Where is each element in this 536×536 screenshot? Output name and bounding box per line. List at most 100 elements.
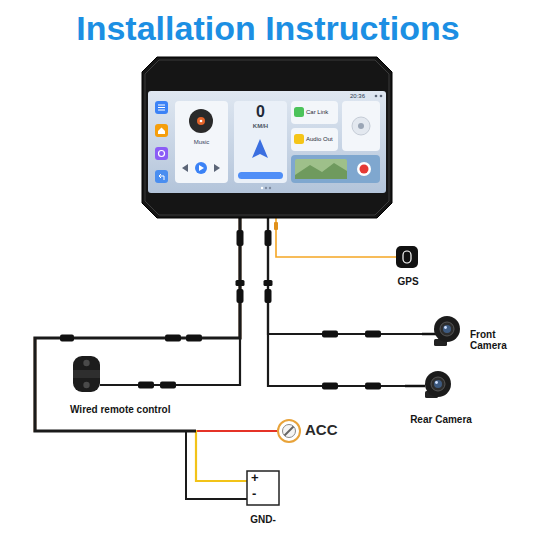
wire-connector: [268, 218, 422, 334]
map-image: [295, 159, 347, 179]
music-tile: [175, 101, 228, 183]
node-label: -: [252, 487, 264, 501]
lens-highlight: [444, 326, 447, 329]
acc-fuse-bar: [285, 427, 294, 436]
cable-connector: [365, 331, 381, 338]
node-label: GND-: [247, 514, 279, 525]
node-label: 0: [234, 103, 287, 121]
remote-body: [73, 356, 100, 392]
acc-symbol: [278, 420, 300, 442]
status-dot: [380, 95, 383, 98]
car-link-icon: [294, 107, 304, 117]
rear-camera-body: [425, 371, 451, 397]
node-label: Wired remote control: [70, 404, 180, 415]
front-camera-body: [434, 316, 460, 342]
menu-icon: [155, 101, 168, 114]
status-dot: [375, 95, 378, 98]
page-dot: [261, 187, 263, 189]
record-dot: [360, 165, 369, 174]
display-bezel: [142, 57, 392, 218]
node-label: Front Camera: [470, 329, 512, 351]
node-label: +: [251, 471, 263, 485]
wire-connector: [180, 218, 240, 385]
vinyl-record: [189, 109, 213, 133]
gps-module: GPS: [396, 245, 420, 289]
page-dot: [265, 187, 267, 189]
rear-camera: Rear Camera: [405, 370, 477, 426]
ground-wire: [186, 431, 247, 499]
play-glyph: [199, 165, 204, 171]
audio-out-tile: [291, 128, 338, 151]
wire-connector: [268, 218, 405, 386]
car-link-tile: [291, 101, 338, 124]
home-icon: [155, 124, 168, 137]
back-glyph: [159, 174, 164, 180]
map-tile: [291, 155, 380, 183]
navigation-arrow: [252, 139, 268, 158]
node-label: Music: [175, 139, 228, 146]
node-label: Car Link: [306, 109, 338, 116]
cable-connector: [265, 230, 272, 246]
cable-trunk: [35, 218, 240, 431]
cable-connector: [236, 280, 245, 286]
cable-connector: [237, 230, 244, 246]
battery: + - GND-: [247, 471, 279, 527]
wired-remote: Wired remote control: [68, 350, 180, 416]
node-label: Rear Camera: [405, 414, 477, 425]
progress-pill: [238, 172, 283, 179]
node-label: Audio Out: [306, 136, 338, 143]
cable-connector: [322, 383, 338, 390]
settings-glyph: [159, 151, 165, 157]
map-hills: [295, 163, 347, 179]
back-icon: [155, 170, 168, 183]
node-label: ACC: [305, 422, 342, 439]
cable-connector: [237, 289, 244, 303]
remote-button: [83, 382, 89, 388]
camera-lens: [434, 380, 442, 388]
camera-lens-ring: [431, 377, 445, 391]
speed-tile: [234, 101, 287, 183]
acc-fuse: [283, 425, 296, 438]
control-tile: [342, 101, 380, 151]
remote-band: [73, 370, 100, 378]
next-button: [214, 164, 220, 172]
cable-connector: [138, 382, 154, 389]
cable-connector: [322, 331, 338, 338]
menu-glyph: [158, 105, 165, 110]
wire-connector: [35, 218, 278, 431]
camera-lens-ring: [440, 322, 454, 336]
control-center: [358, 123, 364, 129]
vinyl-hole: [200, 120, 203, 123]
camera-cable: [422, 333, 436, 336]
remote-button: [83, 360, 89, 366]
cable-connector: [265, 289, 272, 303]
node-label: GPS: [396, 276, 420, 287]
wire-connector: [35, 218, 247, 481]
cable-connector: [60, 335, 74, 342]
audio-out-icon: [294, 134, 304, 144]
display-screen: [148, 91, 386, 193]
lens-highlight: [435, 381, 438, 384]
gps-plug: [274, 222, 278, 230]
front-camera: Front Camera: [422, 316, 512, 356]
display-unit: 20:36Music0KM/HCar LinkAudio Out: [142, 57, 392, 218]
camera-cable: [405, 385, 425, 388]
bezel-edge: [145, 60, 389, 215]
cable-connector: [186, 335, 202, 342]
battery-box: [247, 471, 279, 505]
gps-module: [396, 246, 418, 268]
wire-connector: [276, 218, 396, 257]
vinyl-label: [197, 117, 205, 125]
control-dial: [352, 117, 370, 135]
gps-mark: [403, 251, 411, 263]
node-label: KM/H: [234, 123, 287, 130]
diagram-title: Installation Instructions: [0, 8, 536, 48]
play-button: [195, 162, 207, 174]
camera-lens: [443, 325, 451, 333]
page-dot: [269, 187, 271, 189]
cable-connector: [165, 335, 181, 342]
cable-connector: [365, 383, 381, 390]
settings-icon: [155, 147, 168, 160]
